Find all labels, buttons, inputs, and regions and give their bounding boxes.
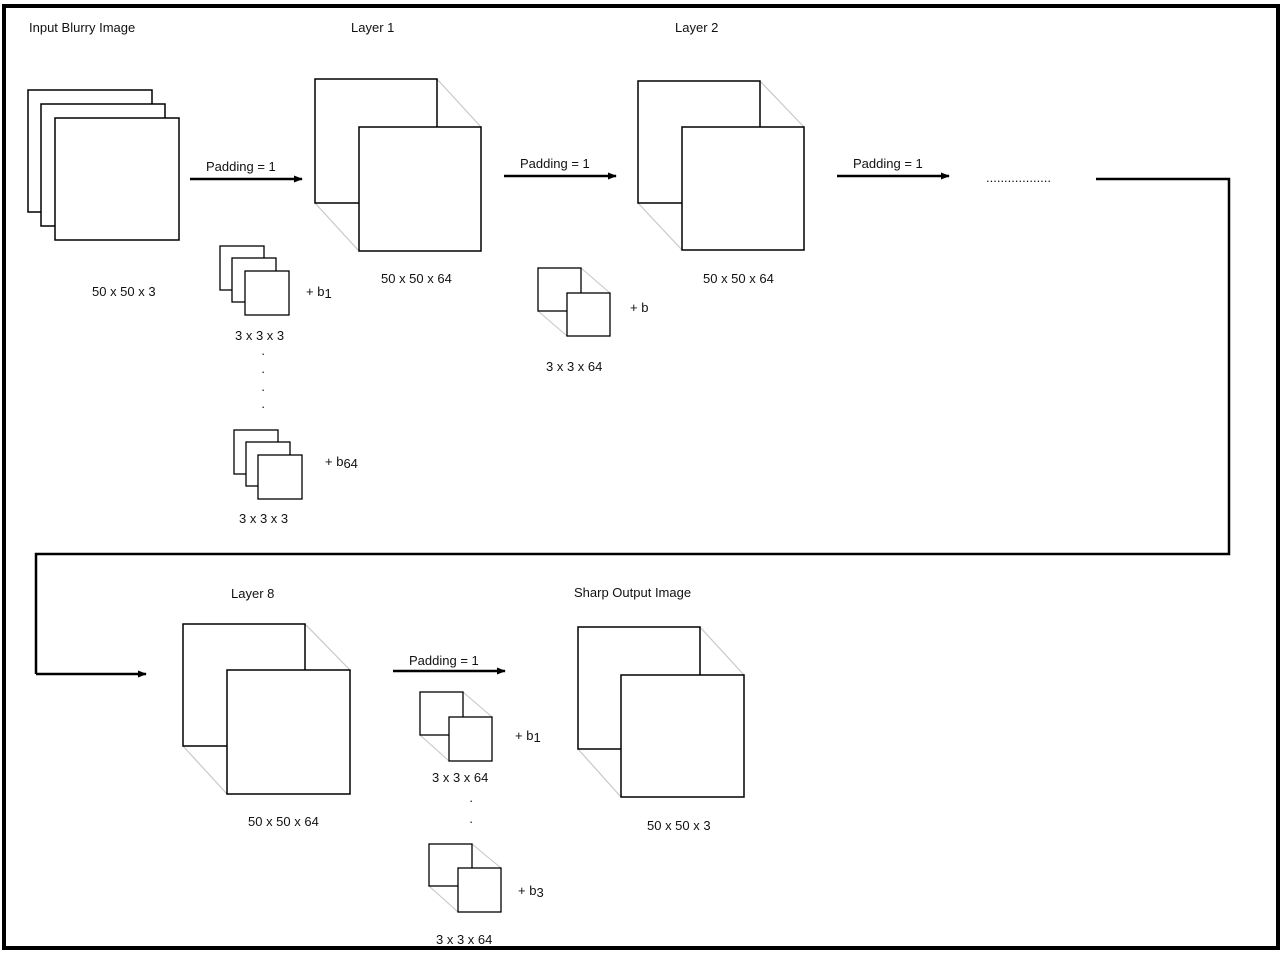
padding-label-1: Padding = 1 (206, 159, 276, 174)
padding-label-4: Padding = 1 (409, 653, 479, 668)
bias-b-label: + b (630, 300, 648, 315)
svg-text:·: · (261, 382, 265, 397)
svg-text:·: · (469, 793, 473, 808)
bias-b1-label: + b1 (306, 284, 332, 301)
diagram-border (2, 4, 1280, 950)
svg-text:·: · (261, 399, 265, 414)
connector-line (34, 177, 1231, 674)
svg-text:·: · (261, 364, 265, 379)
padding-label-2: Padding = 1 (520, 156, 590, 171)
title-layer8: Layer 8 (231, 586, 274, 601)
title-input: Input Blurry Image (29, 20, 135, 35)
title-output: Sharp Output Image (574, 585, 691, 600)
output-cube (577, 626, 745, 798)
layer2-cube (637, 80, 805, 251)
dims-layer1: 50 x 50 x 64 (381, 271, 452, 286)
layer8-cube (182, 623, 351, 795)
dims-filter-64: 3 x 3 x 3 (239, 511, 288, 526)
title-layer1: Layer 1 (351, 20, 394, 35)
continuation-ellipsis: .................. (986, 170, 1051, 185)
bias-b3-label: + b3 (518, 883, 544, 900)
dims-filter-4b: 3 x 3 x 64 (436, 932, 492, 947)
dims-layer2: 50 x 50 x 64 (703, 271, 774, 286)
input-image-stack (27, 89, 180, 241)
padding-label-3: Padding = 1 (853, 156, 923, 171)
vertical-dots-2: · · (469, 793, 473, 829)
bias-b1-label-out: + b1 (515, 728, 541, 745)
dims-layer8: 50 x 50 x 64 (248, 814, 319, 829)
filter-cube-4b (428, 843, 502, 913)
dims-output: 50 x 50 x 3 (647, 818, 711, 833)
filter-cube-4a (419, 691, 493, 762)
filter-cube-2 (537, 267, 611, 337)
dims-input: 50 x 50 x 3 (92, 284, 156, 299)
filter-stack-64 (233, 429, 303, 500)
dims-filter-2: 3 x 3 x 64 (546, 359, 602, 374)
vertical-dots-1: · · · · (261, 346, 265, 414)
filter-stack-1 (219, 245, 290, 316)
svg-text:·: · (469, 814, 473, 829)
title-layer2: Layer 2 (675, 20, 718, 35)
dims-filter-4a: 3 x 3 x 64 (432, 770, 488, 785)
dims-filter-1: 3 x 3 x 3 (235, 328, 284, 343)
bias-b64-label: + b64 (325, 454, 358, 471)
svg-text:·: · (261, 346, 265, 361)
layer1-cube (314, 78, 482, 252)
